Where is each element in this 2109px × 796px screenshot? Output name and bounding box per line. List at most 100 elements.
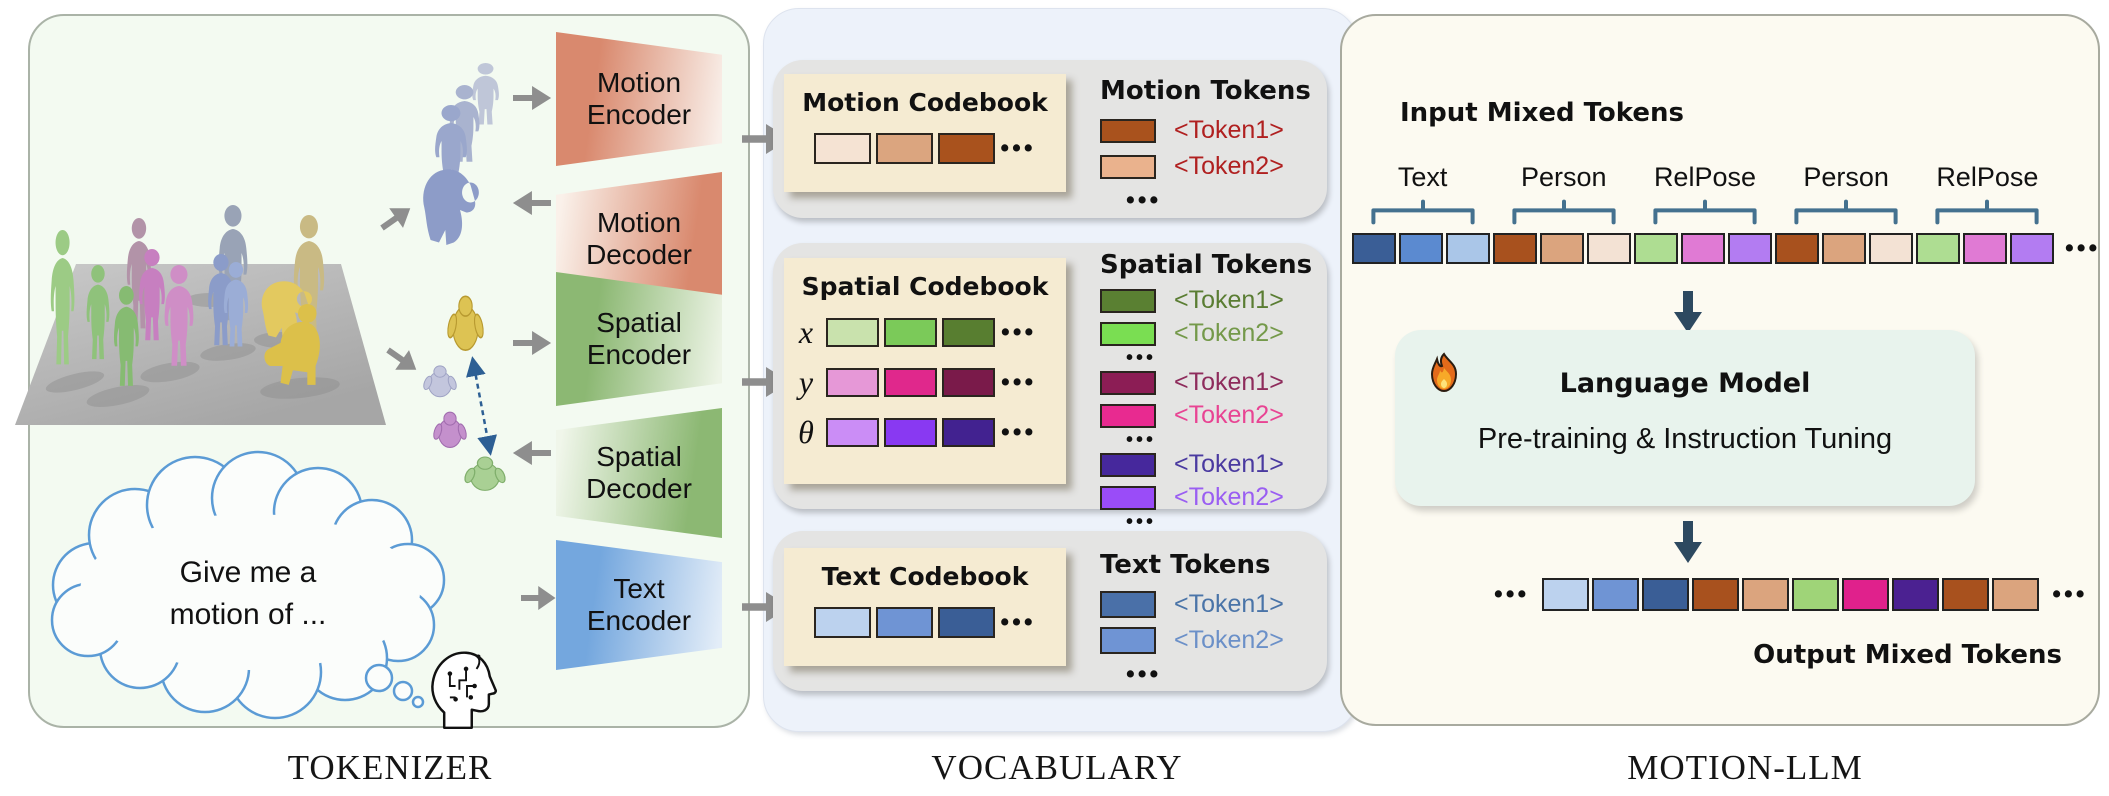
group-brace: [1794, 199, 1898, 225]
group-label-person: Person: [1803, 162, 1889, 192]
token-row: <Token2>: [1100, 483, 1330, 512]
token-swatch: [1100, 591, 1156, 618]
spatial-x-swatches: [826, 318, 995, 347]
token-label: <Token1>: [1174, 286, 1284, 314]
token-group-labels: Text Person RelPose Person RelPose: [1352, 162, 2058, 226]
token-cell: [1542, 578, 1590, 611]
token-cell: [1963, 233, 2007, 264]
group-brace: [1935, 199, 2039, 225]
spatial-var-theta: θ: [798, 414, 814, 450]
token-label: <Token2>: [1174, 401, 1284, 429]
token-swatch: [1100, 154, 1156, 179]
group-brace: [1653, 199, 1757, 225]
codebook-swatch: [938, 607, 996, 638]
token-cell: [1992, 578, 2040, 611]
text-tokens-title: Text Tokens: [1100, 550, 1271, 580]
token-swatch: [1100, 370, 1156, 395]
thought-line1: Give me a: [179, 556, 317, 589]
motion-encoder-label-line2: Encoder: [586, 99, 692, 130]
group-label-person: Person: [1521, 162, 1607, 192]
token-cell: [1681, 233, 1725, 264]
token-group: RelPose: [1634, 162, 1775, 226]
codebook-swatch: [826, 318, 879, 347]
codebook-swatch: [826, 418, 879, 447]
codebook-swatch: [876, 133, 934, 164]
text-codebook: Text Codebook •••: [784, 548, 1066, 666]
codebook-swatch: [884, 418, 937, 447]
motion-decoder-label-line2: Decoder: [586, 239, 692, 270]
token-label: <Token1>: [1174, 368, 1284, 396]
token-cell: [1892, 578, 1940, 611]
token-cell: [2010, 233, 2054, 264]
tokenizer-caption: TOKENIZER: [287, 748, 493, 787]
motion-llm-caption: MOTION-LLM: [1627, 748, 1863, 787]
language-model-subtitle: Pre-training & Instruction Tuning: [1477, 423, 1893, 455]
token-group: Person: [1493, 162, 1634, 226]
text-encoder-block: Text Encoder: [556, 540, 722, 670]
token-cell: [1775, 233, 1819, 264]
motion-tokens-title: Motion Tokens: [1100, 76, 1311, 106]
token-cell: [1792, 578, 1840, 611]
spatial-decoder-block: Spatial Decoder: [556, 408, 722, 538]
codebook-swatch: [942, 318, 995, 347]
token-row: <Token2>: [1100, 626, 1325, 655]
spatial-encoder-label-line1: Spatial: [596, 307, 682, 339]
motion-codebook-swatches: [814, 133, 996, 164]
token-group: Person: [1776, 162, 1917, 226]
codebook-swatch: [938, 133, 996, 164]
token-cell: [1634, 233, 1678, 264]
token-swatch: [1100, 321, 1156, 346]
codebook-swatch: [826, 368, 879, 397]
ellipsis: •••: [1001, 418, 1037, 446]
token-cell: [1916, 233, 1960, 264]
text-encoder-label-line2: Encoder: [586, 605, 692, 636]
token-cell: [1540, 233, 1584, 264]
token-cell: [1728, 233, 1772, 264]
spatial-codebook-title: Spatial Codebook: [801, 272, 1049, 301]
token-swatch: [1100, 452, 1156, 477]
ellipsis: •••: [1126, 186, 1162, 214]
codebook-swatch: [884, 368, 937, 397]
token-swatch: [1100, 627, 1156, 654]
input-mixed-tokens-title: Input Mixed Tokens: [1400, 98, 1684, 128]
token-row: <Token1>: [1100, 286, 1330, 315]
group-label-relpose: RelPose: [1653, 162, 1756, 192]
motion-tokens-list: Motion Tokens <Token1> <Token2> •••: [1100, 76, 1325, 213]
vocabulary-caption: VOCABULARY: [931, 748, 1183, 787]
ellipsis: •••: [1000, 608, 1036, 636]
text-codebook-swatches: [814, 607, 996, 638]
token-label: <Token2>: [1174, 152, 1284, 180]
spatial-decoder-label-line1: Spatial: [596, 441, 682, 473]
group-brace: [1512, 199, 1616, 225]
token-swatch: [1100, 485, 1156, 510]
token-label: <Token2>: [1174, 626, 1284, 654]
token-label: <Token2>: [1174, 319, 1284, 347]
spatial-var-y: y: [798, 364, 814, 400]
token-cell: [1446, 233, 1490, 264]
token-cell: [1742, 578, 1790, 611]
token-label: <Token1>: [1174, 450, 1284, 478]
token-cell: [1692, 578, 1740, 611]
token-cell: [1352, 233, 1396, 264]
token-cell: [1493, 233, 1537, 264]
codebook-swatch: [942, 368, 995, 397]
language-model-box: Language Model Pre-training & Instructio…: [1395, 330, 1975, 506]
codebook-swatch: [942, 418, 995, 447]
thought-line2: motion of ...: [169, 598, 327, 631]
motion-codebook-title: Motion Codebook: [802, 88, 1048, 117]
ellipsis: •••: [1001, 368, 1037, 396]
token-cell: [1942, 578, 1990, 611]
ellipsis: •••: [2052, 580, 2088, 608]
input-token-strip: •••: [1352, 233, 2100, 264]
token-row: <Token1>: [1100, 368, 1330, 397]
token-row: <Token1>: [1100, 116, 1325, 145]
spatial-tokens-title: Spatial Tokens: [1100, 250, 1313, 280]
motion-decoder-label-line1: Motion: [596, 207, 682, 239]
spatial-theta-swatches: [826, 418, 995, 447]
token-cell: [1399, 233, 1443, 264]
codebook-swatch: [884, 318, 937, 347]
ellipsis: •••: [1126, 511, 1157, 533]
motion-encoder-label-line1: Motion: [596, 67, 682, 99]
group-label-text: Text: [1397, 162, 1448, 192]
